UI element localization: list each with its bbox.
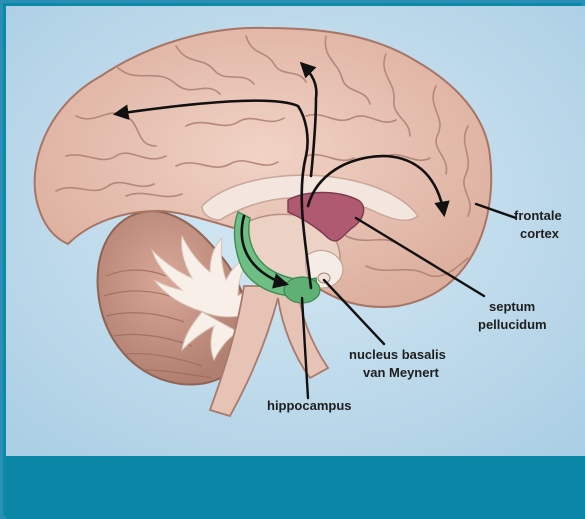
label-frontal-2: cortex (520, 226, 560, 241)
label-frontal-1: frontale (514, 208, 562, 223)
label-nucleus-1: nucleus basalis (349, 347, 446, 362)
brain-diagram: frontale cortex septum pellucidum nucleu… (6, 6, 585, 456)
footer-bar (6, 456, 585, 519)
illustration-panel: frontale cortex septum pellucidum nucleu… (6, 6, 585, 456)
label-hippocampus: hippocampus (267, 398, 352, 413)
label-nucleus-2: van Meynert (363, 365, 440, 380)
label-septum-2: pellucidum (478, 317, 547, 332)
label-septum-1: septum (489, 299, 535, 314)
